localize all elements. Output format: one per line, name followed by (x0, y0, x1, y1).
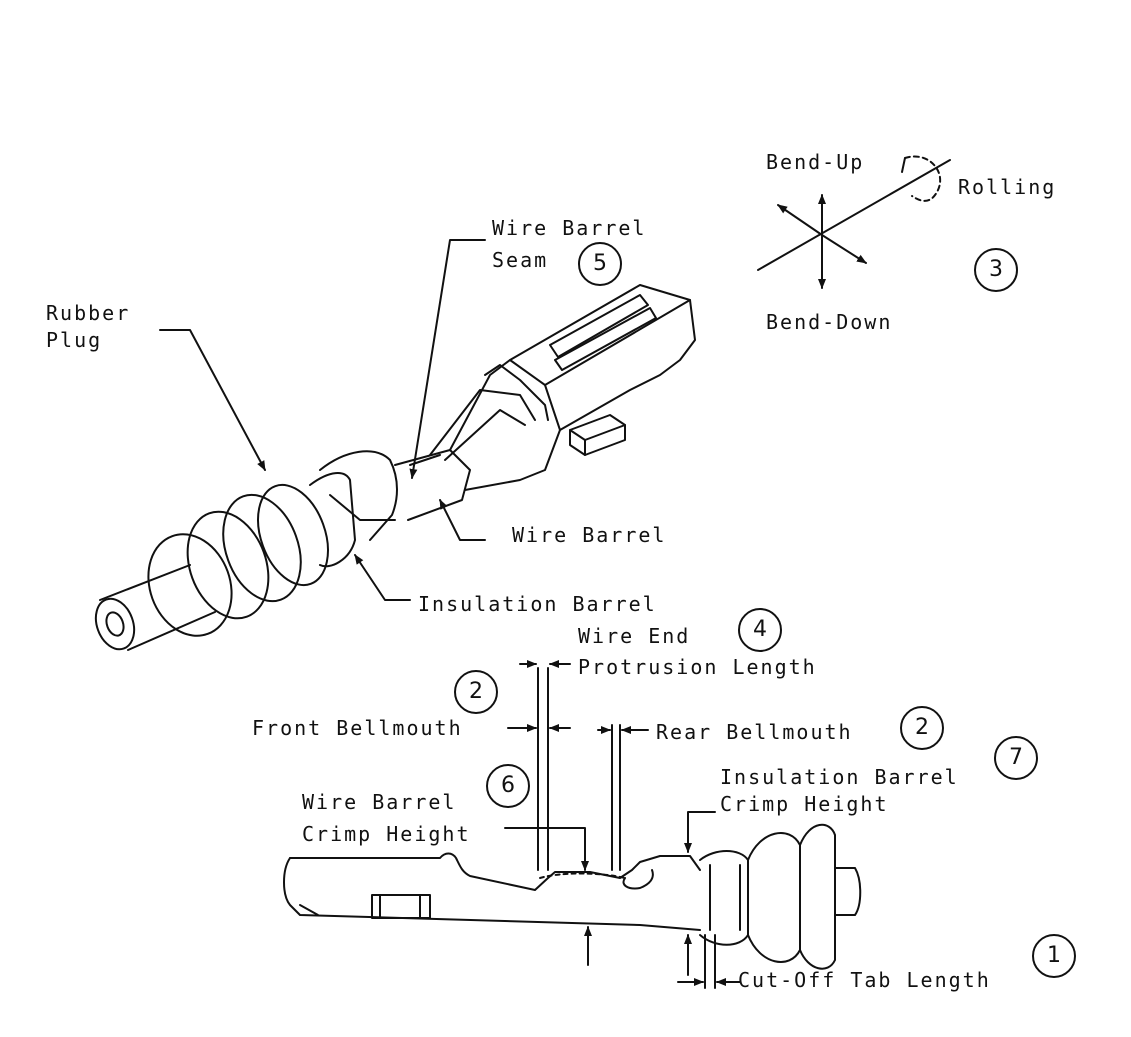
callout-2-rear: 2 (900, 706, 944, 750)
terminal-side-view (283, 823, 862, 970)
wire-barrel-label: Wire Barrel (512, 523, 667, 547)
wire-crimp-label-line1: Wire Barrel (302, 790, 457, 814)
wire-end-label-line2: Protrusion Length (578, 655, 817, 679)
orientation-axes (757, 155, 951, 289)
wire-barrel-seam-label-line1: Wire Barrel (492, 216, 647, 240)
callout-4: 4 (738, 608, 782, 652)
callout-3: 3 (974, 248, 1018, 292)
leader-lines-top (159, 239, 486, 601)
wire-end-label-line1: Wire End (578, 624, 691, 648)
dimension-lines-bottom (504, 660, 741, 989)
cutoff-tab-label: Cut-Off Tab Length (738, 968, 991, 992)
wire-barrel-seam-label-line2: Seam (492, 248, 549, 272)
rubber-plug-label-line1: Rubber (46, 301, 131, 325)
insulation-crimp-label-line1: Insulation Barrel (720, 765, 959, 789)
wire-crimp-label-line2: Crimp Height (302, 822, 471, 846)
insulation-barrel-label: Insulation Barrel (418, 592, 657, 616)
callout-7: 7 (994, 736, 1038, 780)
callout-2-front: 2 (454, 670, 498, 714)
bend-down-label: Bend-Down (766, 310, 893, 334)
callout-6: 6 (486, 764, 530, 808)
terminal-isometric (94, 284, 696, 651)
rear-bellmouth-label: Rear Bellmouth (656, 720, 853, 744)
insulation-crimp-label-line2: Crimp Height (720, 792, 889, 816)
rolling-label: Rolling (958, 175, 1057, 199)
bend-up-label: Bend-Up (766, 150, 865, 174)
callout-1: 1 (1032, 934, 1076, 978)
front-bellmouth-label: Front Bellmouth (252, 716, 463, 740)
callout-5: 5 (578, 242, 622, 286)
rubber-plug-label-line2: Plug (46, 328, 103, 352)
